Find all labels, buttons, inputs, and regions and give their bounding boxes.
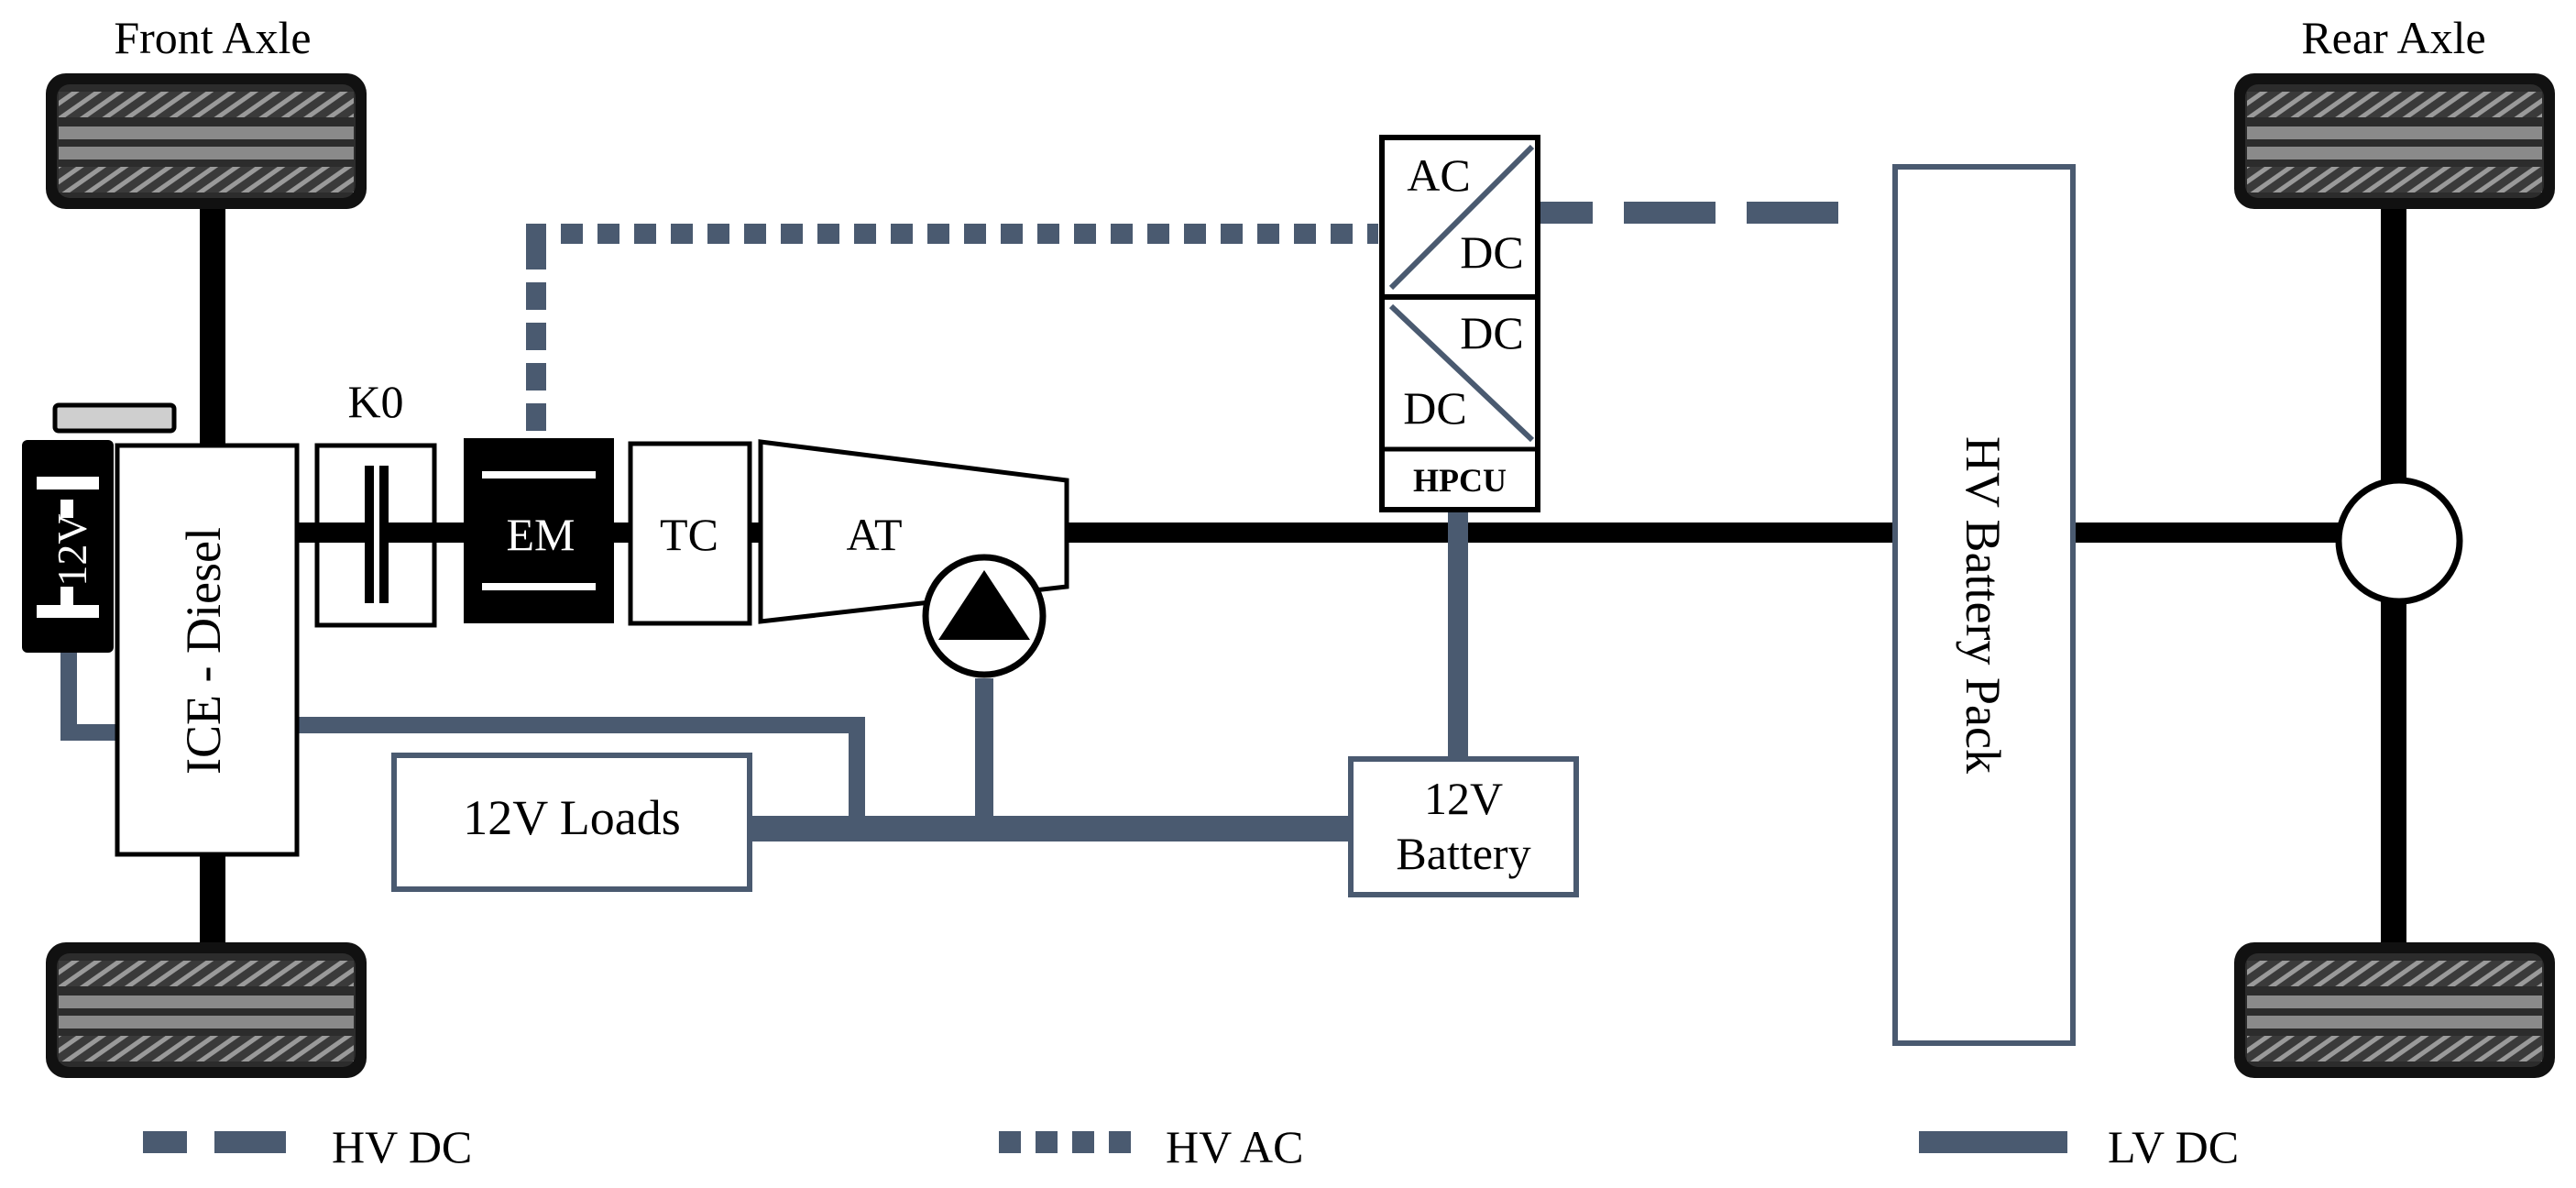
dcdc-dc-top-label: DC	[1460, 307, 1523, 358]
ice-engine: ICE - Diesel	[115, 443, 300, 857]
front-axle-shaft	[200, 183, 225, 962]
legend-lv-dc: LV DC	[1919, 1121, 2239, 1172]
front-axle-label: Front Axle	[114, 12, 311, 63]
hv-ac-wiring	[526, 224, 1378, 431]
legend-hv-ac: HV AC	[999, 1121, 1304, 1172]
rear-differential	[2335, 477, 2463, 605]
hv-battery-label: HV Battery Pack	[1956, 436, 2011, 774]
ice-label: ICE - Diesel	[176, 527, 231, 775]
small-12v-battery-label: 12V	[49, 513, 95, 586]
acdc-ac-label: AC	[1407, 149, 1470, 201]
legend-hv-dc-label: HV DC	[332, 1121, 472, 1172]
electric-motor: EM	[464, 438, 614, 623]
hpcu-label: HPCU	[1413, 462, 1507, 499]
lv-dc-wiring	[60, 510, 1468, 842]
tc-label: TC	[660, 509, 718, 560]
torque-converter: TC	[628, 441, 752, 626]
em-label: EM	[507, 509, 575, 560]
main-12v-battery: 12V Battery	[1348, 756, 1579, 897]
rear-left-tire	[2234, 73, 2555, 209]
legend-hv-ac-label: HV AC	[1166, 1121, 1304, 1172]
acdc-dc-label: DC	[1460, 226, 1523, 278]
loads-label: 12V Loads	[463, 790, 681, 845]
legend: HV DC HV AC LV DC	[143, 1121, 2239, 1172]
legend-hv-dc: HV DC	[143, 1121, 472, 1172]
hv-dc-wiring	[1540, 202, 1838, 224]
at-label: AT	[846, 509, 902, 560]
small-12v-battery: 12V	[22, 402, 177, 653]
k0-clutch: K0	[314, 376, 437, 628]
hv-battery-pack: HV Battery Pack	[1892, 164, 2076, 1046]
front-right-tire	[46, 942, 367, 1078]
k0-label: K0	[347, 376, 403, 427]
front-left-tire	[46, 73, 367, 209]
lv-loads: 12V Loads	[391, 753, 752, 892]
battery-12v-line1: 12V	[1424, 773, 1503, 824]
legend-lv-dc-label: LV DC	[2108, 1121, 2239, 1172]
battery-12v-line2: Battery	[1396, 828, 1530, 879]
dcdc-dc-bottom-label: DC	[1403, 382, 1466, 434]
rear-axle-label: Rear Axle	[2301, 12, 2485, 63]
rear-right-tire	[2234, 942, 2555, 1078]
oil-pump	[922, 554, 1047, 678]
hpcu: AC DC DC DC HPCU	[1379, 135, 1540, 512]
